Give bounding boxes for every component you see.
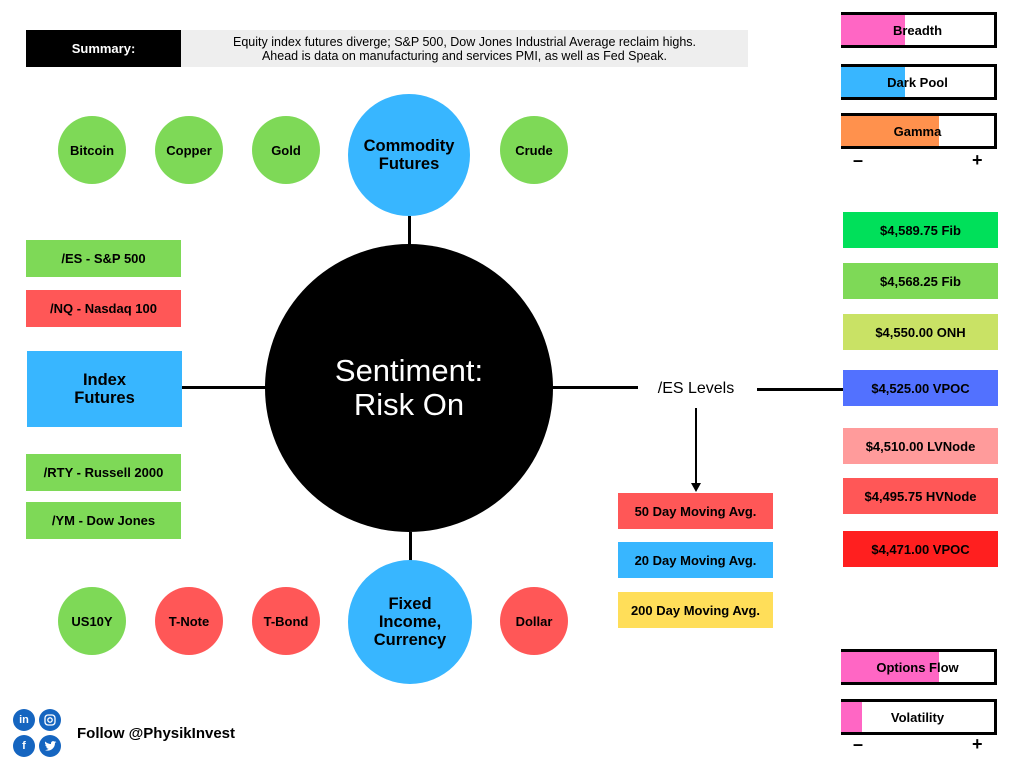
sentiment-line-1: Sentiment: [334,353,484,388]
index-ym: /YM - Dow Jones [26,502,181,539]
index-nq: /NQ - Nasdaq 100 [26,290,181,327]
meter-label: Options Flow [876,659,959,675]
meter-fill [841,67,906,97]
index-rty: /RTY - Russell 2000 [26,454,181,491]
twitter-icon[interactable] [39,735,61,757]
commodity-gold: Gold [252,116,320,184]
connector-right [552,386,638,389]
scale-plus-top: + [972,150,983,170]
commodity-bitcoin: Bitcoin [58,116,126,184]
moving-avg-50: 50 Day Moving Avg. [618,493,773,529]
es-level: $4,495.75 HVNode [843,478,998,514]
scale-minus-bottom: – [853,734,864,754]
sentiment-circle: Sentiment: Risk On [265,244,553,532]
fixed-hub-line-1: Fixed [388,595,432,613]
es-level: $4,589.75 Fib [843,212,998,248]
es-level: $4,510.00 LVNode [843,428,998,464]
summary-label: Summary: [26,30,181,67]
meter-fill [841,702,863,732]
meter-fill [841,15,906,45]
summary-text: Equity index futures diverge; S&P 500, D… [181,30,748,67]
summary-line-1: Equity index futures diverge; S&P 500, D… [233,34,696,49]
fixed-dollar: Dollar [500,587,568,655]
connector-levels [757,388,843,391]
connector-bottom [409,532,412,562]
arrow-head [691,483,701,492]
meter-gamma: Gamma [841,113,997,149]
fixed-t-note: T-Note [155,587,223,655]
twitter-glyph [44,740,56,751]
instagram-glyph [44,714,56,726]
fixed-t-bond: T-Bond [252,587,320,655]
summary-line-2: Ahead is data on manufacturing and servi… [261,48,668,63]
index-es: /ES - S&P 500 [26,240,181,277]
meter-dark-pool: Dark Pool [841,64,997,100]
connector-top [408,216,411,246]
moving-avg-20: 20 Day Moving Avg. [618,542,773,578]
moving-avg-200: 200 Day Moving Avg. [618,592,773,628]
meter-volatility: Volatility [841,699,997,735]
meter-label: Volatility [890,709,945,725]
fixed-us10y: US10Y [58,587,126,655]
fixed-hub-line-3: Currency [373,631,447,649]
fixed-income-hub: Fixed Income, Currency [348,560,472,684]
index-hub-line-1: Index [82,371,127,389]
index-futures-hub: Index Futures [27,351,182,427]
meter-options-flow: Options Flow [841,649,997,685]
meter-label: Gamma [893,123,942,139]
connector-arrow-shaft [695,408,697,484]
es-level: $4,471.00 VPOC [843,531,998,567]
es-level: $4,568.25 Fib [843,263,998,299]
scale-minus-top: – [853,150,864,170]
sentiment-line-2: Risk On [353,387,465,422]
es-level: $4,525.00 VPOC [843,370,998,406]
scale-plus-bottom: + [972,734,983,754]
connector-left [182,386,266,389]
es-levels-label: /ES Levels [657,380,735,397]
meter-fill [841,116,939,146]
commodity-copper: Copper [155,116,223,184]
commodity-futures-hub: Commodity Futures [348,94,470,216]
index-hub-line-2: Futures [74,389,135,407]
commodity-crude: Crude [500,116,568,184]
summary-bar: Summary: Equity index futures diverge; S… [26,30,748,67]
meter-label: Breadth [892,22,943,38]
linkedin-icon[interactable]: in [13,709,35,731]
fixed-hub-line-2: Income, [378,613,442,631]
es-level: $4,550.00 ONH [843,314,998,350]
meter-breadth: Breadth [841,12,997,48]
follow-text[interactable]: Follow @PhysikInvest [77,725,235,742]
commodity-hub-line-1: Commodity [363,137,455,155]
commodity-hub-line-2: Futures [378,155,440,173]
facebook-icon[interactable]: f [13,735,35,757]
meter-fill [841,652,939,682]
instagram-icon[interactable] [39,709,61,731]
meter-label: Dark Pool [887,74,948,90]
